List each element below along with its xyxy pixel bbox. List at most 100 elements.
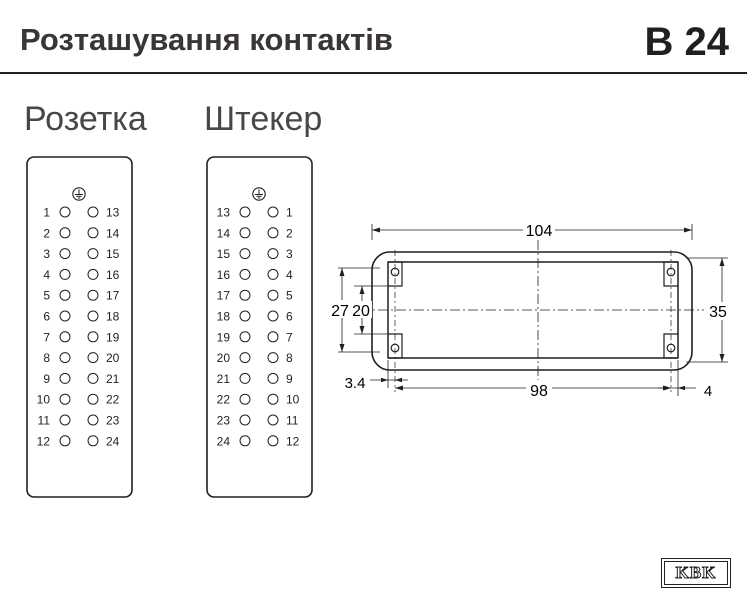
contact-number-left: 3	[43, 247, 50, 261]
contact-row: 3 15	[43, 247, 119, 261]
contact-pin-right	[267, 414, 279, 426]
contact-number-left: 8	[43, 351, 50, 365]
dim-98-label-bg	[526, 380, 552, 398]
dim-4-label: 4	[704, 383, 712, 400]
header-divider	[0, 72, 747, 74]
contact-pin-left	[239, 268, 251, 280]
contact-pin-left	[59, 352, 71, 364]
contact-pin-left	[59, 310, 71, 322]
contact-pin-right	[87, 248, 99, 260]
contact-number-right: 6	[286, 310, 293, 324]
contact-pin-right	[87, 206, 99, 218]
contact-number-right: 23	[106, 414, 120, 428]
socket-label: Розетка	[24, 100, 147, 138]
plug-insert-outline	[206, 156, 313, 498]
dim-104-label-bg	[523, 220, 555, 238]
contact-number-left: 12	[37, 434, 51, 448]
contact-number-right: 19	[106, 330, 120, 344]
contact-pin-left	[59, 248, 71, 260]
dim-35-label-bg	[708, 302, 736, 320]
contact-number-right: 2	[286, 226, 293, 240]
contact-number-left: 2	[43, 226, 50, 240]
contact-number-left: 15	[217, 247, 231, 261]
contact-number-right: 16	[106, 268, 120, 282]
dim-4-arrows	[664, 385, 685, 391]
contact-number-right: 15	[106, 247, 120, 261]
contact-number-right: 21	[106, 372, 120, 386]
contact-pin-right	[267, 393, 279, 405]
contact-number-left: 22	[217, 393, 231, 407]
contact-number-left: 10	[37, 393, 51, 407]
contact-pin-left	[59, 372, 71, 384]
contact-pin-right	[87, 414, 99, 426]
contact-number-left: 16	[217, 268, 231, 282]
contact-pin-right	[87, 289, 99, 301]
contact-pin-left	[59, 435, 71, 447]
contact-number-left: 19	[217, 330, 231, 344]
corner-ear-tr	[663, 261, 678, 287]
contact-row: 18 6	[217, 310, 293, 324]
contact-row: 22 10	[217, 393, 300, 407]
contact-pin-right	[267, 310, 279, 322]
dim-104-label: 104	[526, 223, 553, 240]
contact-number-right: 3	[286, 247, 293, 261]
housing-outer-outline	[371, 251, 693, 371]
ground-icon	[72, 187, 86, 201]
contact-row: 14 2	[217, 226, 293, 240]
contact-row: 10 22	[37, 393, 120, 407]
contact-number-right: 20	[106, 351, 120, 365]
page-title: Розташування контактів	[20, 22, 393, 57]
contact-number-left: 13	[217, 206, 231, 220]
contact-pin-left	[239, 227, 251, 239]
dim-98-label: 98	[530, 383, 548, 400]
contact-pin-right	[87, 310, 99, 322]
contact-pin-left	[239, 393, 251, 405]
contact-pin-right	[267, 289, 279, 301]
contact-number-left: 17	[217, 289, 231, 303]
dim-20-label: 20	[352, 303, 370, 320]
dim-35-label: 35	[709, 304, 727, 321]
contact-pin-right	[267, 206, 279, 218]
contact-pin-right	[267, 248, 279, 260]
contact-row: 15 3	[217, 247, 293, 261]
contact-number-left: 14	[217, 226, 231, 240]
contact-pin-right	[87, 227, 99, 239]
contact-number-right: 22	[106, 393, 120, 407]
contact-pin-left	[239, 372, 251, 384]
contact-pin-left	[239, 435, 251, 447]
contact-pin-right	[87, 352, 99, 364]
dim-3-4-label: 3.4	[345, 375, 366, 392]
contact-number-right: 8	[286, 351, 293, 365]
contact-number-left: 6	[43, 310, 50, 324]
contact-number-left: 1	[43, 206, 50, 220]
contact-number-left: 18	[217, 310, 231, 324]
contact-pin-left	[239, 414, 251, 426]
kbk-logo-text: KBK	[675, 563, 717, 583]
contact-row: 4 16	[43, 268, 119, 282]
contact-pin-left	[239, 289, 251, 301]
socket-insert-outline	[26, 156, 133, 498]
contact-pin-left	[59, 289, 71, 301]
contact-pin-right	[267, 352, 279, 364]
contact-number-right: 9	[286, 372, 293, 386]
contact-number-left: 4	[43, 268, 50, 282]
contact-pin-left	[59, 206, 71, 218]
contact-pin-right	[87, 393, 99, 405]
contact-number-right: 10	[286, 393, 300, 407]
contact-pin-right	[267, 268, 279, 280]
corner-ear-tl	[388, 261, 403, 287]
